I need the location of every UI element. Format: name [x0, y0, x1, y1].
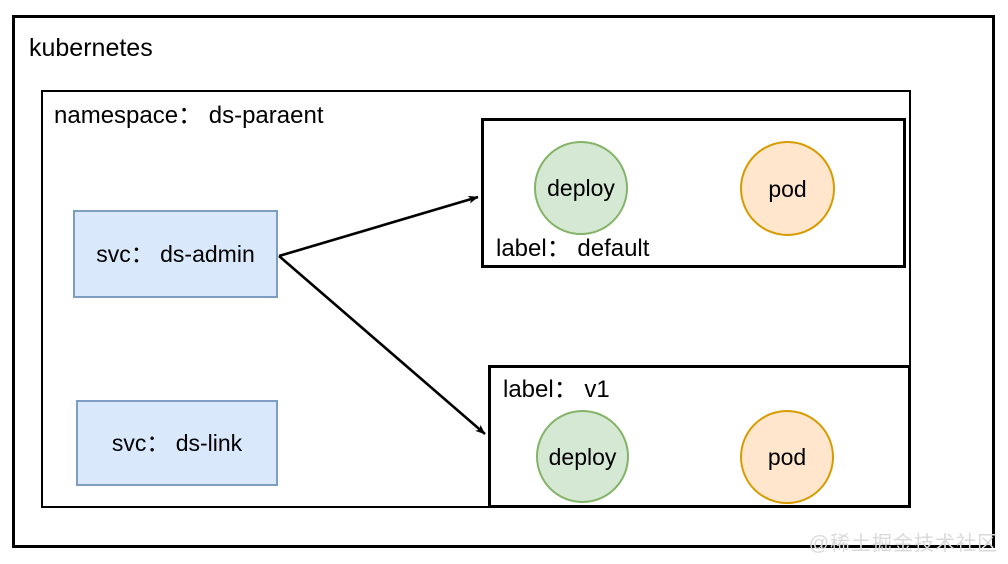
- label-group-default-box: [481, 118, 906, 268]
- deploy-node-default-label: deploy: [547, 175, 615, 201]
- kubernetes-frame: [12, 15, 995, 548]
- watermark: @稀土掘金技术社区: [808, 533, 998, 555]
- deploy-node-v1[interactable]: deploy: [536, 410, 629, 503]
- pod-node-v1[interactable]: pod: [740, 410, 834, 504]
- pod-node-default-label: pod: [768, 175, 807, 202]
- deploy-node-v1-label: deploy: [548, 443, 617, 470]
- kubernetes-title: kubernetes: [29, 34, 153, 62]
- pod-node-v1-label: pod: [767, 444, 807, 470]
- label-group-v1-label: label： v1: [503, 376, 610, 403]
- pod-node-default[interactable]: pod: [740, 141, 835, 236]
- label-group-default-label: label： default: [496, 235, 650, 262]
- svc-ds-link-node[interactable]: svc： ds-link: [76, 400, 278, 486]
- namespace-title: namespace： ds-paraent: [54, 102, 324, 129]
- deploy-node-default[interactable]: deploy: [534, 141, 628, 235]
- svc-ds-admin-node[interactable]: svc： ds-admin: [73, 210, 278, 298]
- namespace-frame: [41, 90, 911, 508]
- svc-ds-admin-label: svc： ds-admin: [96, 240, 255, 267]
- svc-ds-link-label: svc： ds-link: [111, 429, 243, 456]
- label-group-v1-box: [488, 365, 911, 508]
